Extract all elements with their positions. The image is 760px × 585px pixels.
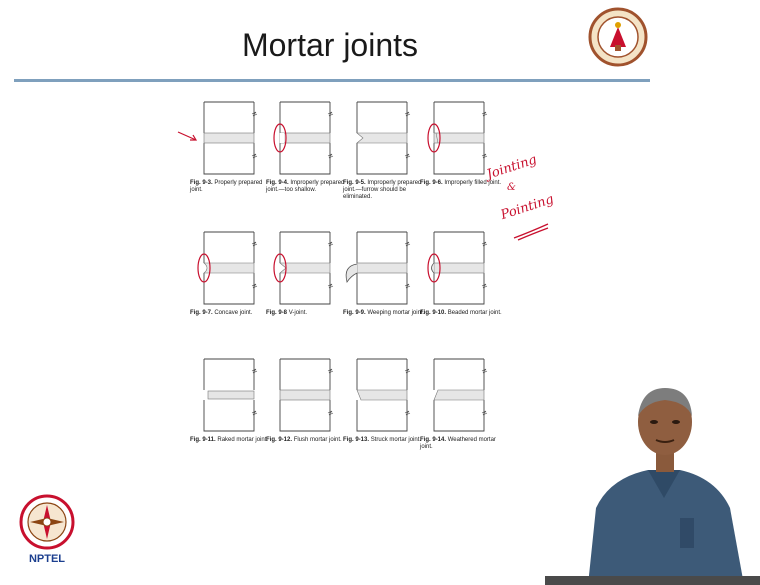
- figure-caption: Fig. 9-10. Beaded mortar joint.: [420, 310, 504, 317]
- figure-caption-text: Weathered mortar joint.: [420, 437, 496, 450]
- figure-10: Fig. 9-12. Flush mortar joint.: [266, 357, 350, 444]
- figure-number: Fig. 9-11.: [190, 437, 216, 443]
- nptel-label: NPTEL: [28, 553, 66, 565]
- figure-caption-text: Weeping mortar joint.: [367, 310, 425, 316]
- figure-9: Fig. 9-11. Raked mortar joint.: [190, 357, 274, 444]
- slide-title: Mortar joints: [241, 27, 419, 63]
- figure-caption-text: Raked mortar joint.: [217, 437, 269, 443]
- figure-7: Fig. 9-9. Weeping mortar joint.: [343, 230, 427, 317]
- figure-caption-text: Beaded mortar joint.: [447, 310, 502, 316]
- figure-12: Fig. 9-14. Weathered mortar joint.: [420, 357, 504, 451]
- figure-caption: Fig. 9-7. Concave joint.: [190, 310, 274, 317]
- figure-1: Fig. 9-3. Properly prepared joint.: [190, 100, 274, 194]
- figure-5: Fig. 9-7. Concave joint.: [190, 230, 274, 317]
- figure-number: Fig. 9-13.: [343, 437, 370, 443]
- figure-caption-text: Properly prepared joint.: [190, 180, 263, 193]
- figure-caption: Fig. 9-12. Flush mortar joint.: [266, 437, 350, 444]
- figure-number: Fig. 9-12.: [266, 437, 293, 443]
- figure-number: Fig. 9-14.: [420, 437, 447, 443]
- figure-number: Fig. 9-8: [266, 310, 288, 316]
- figure-caption: Fig. 9-11. Raked mortar joint.: [190, 437, 274, 444]
- figure-caption: Fig. 9-3. Properly prepared joint.: [190, 180, 274, 194]
- presenter-image: [570, 378, 760, 585]
- figure-caption-text: Improperly prepared joint.—furrow should…: [343, 180, 422, 200]
- institute-logo: [588, 5, 648, 73]
- figure-2: Fig. 9-4. Improperly prepared joint.—too…: [266, 100, 350, 194]
- figure-8: Fig. 9-10. Beaded mortar joint.: [420, 230, 504, 317]
- figure-caption: Fig. 9-4. Improperly prepared joint.—too…: [266, 180, 350, 194]
- figure-caption: Fig. 9-13. Struck mortar joint.: [343, 437, 427, 444]
- figure-number: Fig. 9-3.: [190, 180, 213, 186]
- figure-number: Fig. 9-4.: [266, 180, 289, 186]
- handwriting-ampersand: &: [507, 182, 516, 193]
- figure-6: Fig. 9-8 V-joint.: [266, 230, 350, 317]
- figure-4: Fig. 9-6. Improperly filled joint.: [420, 100, 504, 187]
- figure-number: Fig. 9-9.: [343, 310, 366, 316]
- nptel-logo: NPTEL: [18, 493, 76, 573]
- figure-caption: Fig. 9-6. Improperly filled joint.: [420, 180, 504, 187]
- title-divider: [14, 79, 650, 82]
- figure-number: Fig. 9-6.: [420, 180, 443, 186]
- figure-caption-text: Improperly filled joint.: [444, 180, 502, 186]
- figure-caption-text: Struck mortar joint.: [370, 437, 422, 443]
- figure-caption-text: Improperly prepared joint.—too shallow.: [266, 180, 345, 193]
- figure-caption: Fig. 9-8 V-joint.: [266, 310, 350, 317]
- figure-caption-text: V-joint.: [288, 310, 308, 316]
- figure-caption-text: Flush mortar joint.: [293, 437, 342, 443]
- figure-caption: Fig. 9-9. Weeping mortar joint.: [343, 310, 427, 317]
- video-bar: [545, 576, 760, 585]
- figure-11: Fig. 9-13. Struck mortar joint.: [343, 357, 427, 444]
- figure-caption: Fig. 9-14. Weathered mortar joint.: [420, 437, 504, 451]
- figure-number: Fig. 9-10.: [420, 310, 447, 316]
- arrow-annotation: [177, 131, 198, 141]
- handwriting-underline: [513, 223, 549, 241]
- figure-caption: Fig. 9-5. Improperly prepared joint.—fur…: [343, 180, 427, 201]
- figure-number: Fig. 9-7.: [190, 310, 213, 316]
- figure-3: Fig. 9-5. Improperly prepared joint.—fur…: [343, 100, 427, 201]
- figure-number: Fig. 9-5.: [343, 180, 366, 186]
- figure-caption-text: Concave joint.: [214, 310, 253, 316]
